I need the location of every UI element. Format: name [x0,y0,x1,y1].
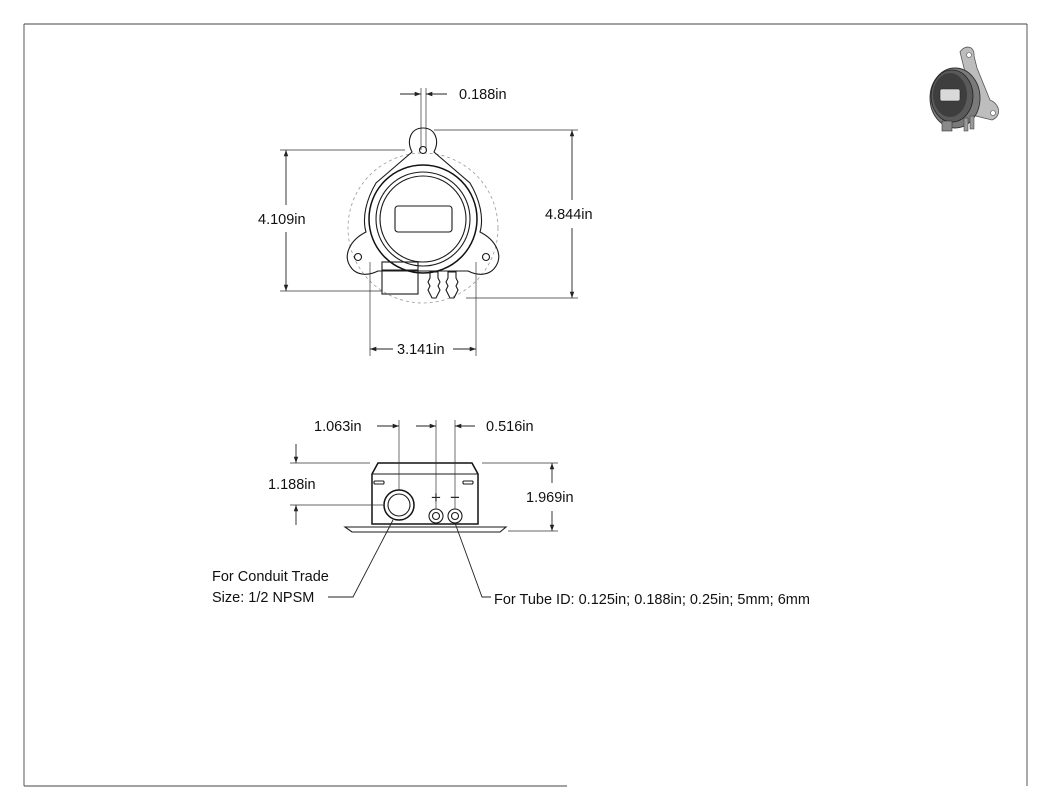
conduit-note-line2: Size: 1/2 NPSM [212,590,314,606]
dim-body-width: 3.141in [397,342,445,358]
tube-leader [454,522,491,598]
tube-fitting-left [427,271,441,299]
drawing-frame [23,23,1028,787]
right-tab-hole [481,252,491,262]
bottom-view: + − 1.063in 0.516in 1.188in 1.969in For … [212,419,810,608]
dim-overall-height: 4.844in [545,207,593,223]
front-view: 0.188in 4.844in 4.109in 3.141in [258,87,593,358]
conduit-leader [328,519,394,598]
port-minus [447,508,463,524]
conduit-fitting [381,261,419,295]
tube-note: For Tube ID: 0.125in; 0.188in; 0.25in; 5… [494,592,810,608]
housing-outer [368,164,478,274]
dim-port-spacing: 0.516in [486,419,534,435]
left-tab-hole [353,252,363,262]
tube-fitting-right [445,271,459,299]
conduit-note-line1: For Conduit Trade [212,569,329,585]
port-plus [428,508,444,524]
isometric-device-icon [929,46,999,132]
top-tab-hole [418,145,428,155]
dim-conduit-offset: 1.063in [314,419,362,435]
mounting-flange [346,127,500,275]
housing-ring [375,171,471,267]
base-plate [343,526,508,533]
dim-conduit-height: 1.188in [268,477,316,493]
dim-body-height: 4.109in [258,212,306,228]
display-window [394,205,453,233]
dim-depth: 1.969in [526,490,574,506]
dim-tab-hole: 0.188in [459,87,507,103]
